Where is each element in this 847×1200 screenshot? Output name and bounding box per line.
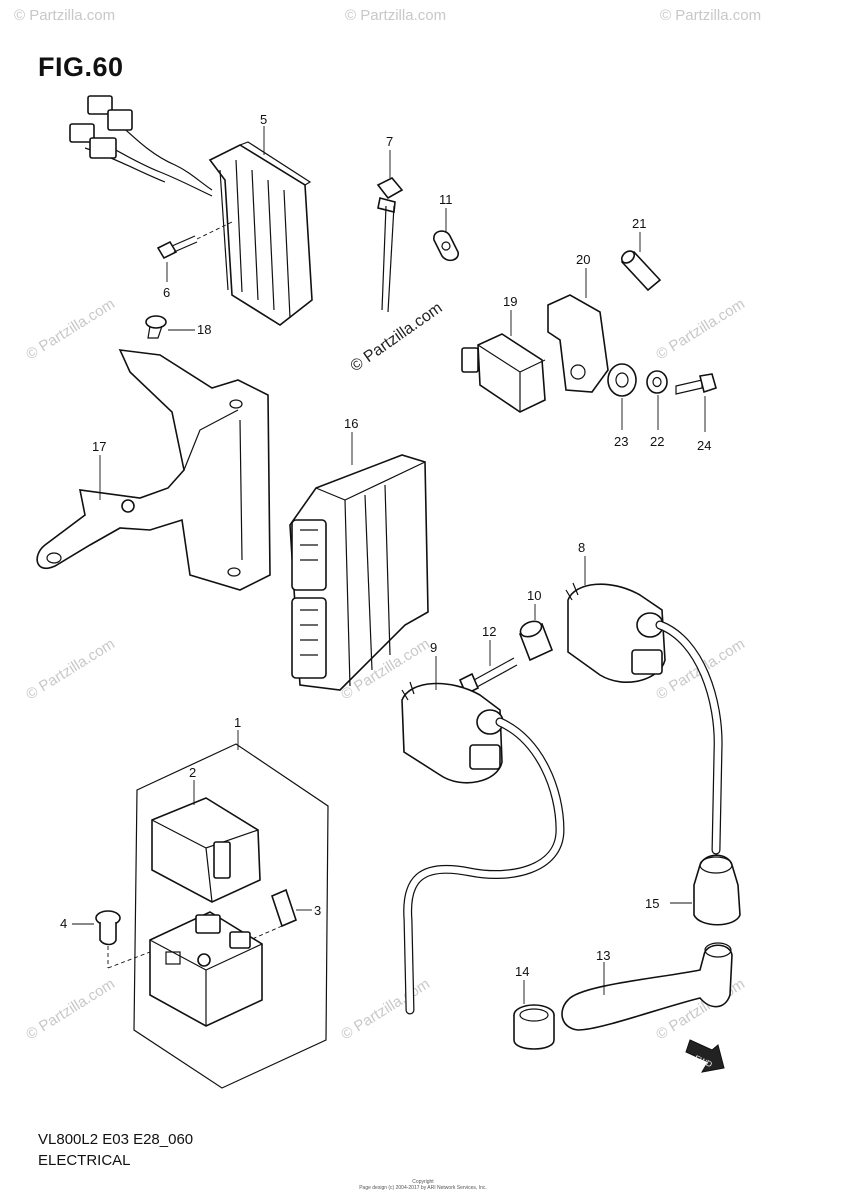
part-22-collar[interactable] — [646, 370, 668, 394]
part-14-seal-ring[interactable] — [513, 1004, 555, 1050]
callout-3: 3 — [314, 903, 321, 918]
section-name: ELECTRICAL — [38, 1152, 131, 1169]
watermark-top-center: © Partzilla.com — [345, 7, 446, 24]
part-8-ignition-coil[interactable] — [565, 582, 666, 683]
callout-17: 17 — [92, 439, 106, 454]
callout-18: 18 — [197, 322, 211, 337]
part-7-cable-tie[interactable] — [376, 177, 404, 313]
diagram-code: VL800L2 E03 E28_060 — [38, 1131, 194, 1148]
figure-title: FIG.60 — [38, 52, 124, 82]
callout-8: 8 — [578, 540, 585, 555]
callout-9: 9 — [430, 640, 437, 655]
watermark-center-lower: © Partzilla.com — [338, 975, 433, 1043]
callout-16: 16 — [344, 416, 358, 431]
part-12-bolt[interactable] — [458, 657, 518, 696]
watermark-top-left: © Partzilla.com — [14, 7, 115, 24]
watermark-center-bold: © Partzilla.com — [348, 300, 446, 376]
watermark-top-right: © Partzilla.com — [660, 7, 761, 24]
copyright-notice: Copyright Page design (c) 2004-2017 by A… — [343, 1179, 503, 1191]
part-21-sleeve[interactable] — [619, 249, 662, 292]
part-9-ignition-coil[interactable] — [401, 681, 504, 784]
callout-6: 6 — [163, 285, 170, 300]
watermark-right-upper: © Partzilla.com — [653, 295, 748, 363]
watermark-left-middle: © Partzilla.com — [23, 635, 118, 703]
part-6-bolt[interactable] — [156, 221, 233, 260]
part-24-bolt[interactable] — [675, 373, 717, 395]
copyright-line-2: Page design (c) 2004-2017 by ARI Network… — [359, 1185, 487, 1191]
callout-15: 15 — [645, 896, 659, 911]
callout-7: 7 — [386, 134, 393, 149]
part-5-regulator-rectifier[interactable] — [69, 95, 313, 326]
callout-5: 5 — [260, 112, 267, 127]
part-10-collar[interactable] — [518, 618, 554, 662]
part-16-ecm[interactable] — [289, 454, 429, 691]
part-1-fuse-box-assembly[interactable] — [133, 743, 329, 1089]
part-23-grommet[interactable] — [607, 363, 637, 397]
watermark-left-upper: © Partzilla.com — [23, 295, 118, 363]
part-19-relay[interactable] — [461, 333, 546, 413]
part-3-fuse[interactable] — [249, 888, 297, 941]
callout-21: 21 — [632, 216, 646, 231]
callout-23: 23 — [614, 434, 628, 449]
callout-12: 12 — [482, 624, 496, 639]
callout-2: 2 — [189, 765, 196, 780]
callout-24: 24 — [697, 438, 711, 453]
callout-4: 4 — [60, 916, 67, 931]
part-17-bracket[interactable] — [36, 349, 271, 591]
callout-11: 11 — [439, 192, 453, 207]
callout-19: 19 — [503, 294, 517, 309]
copyright-line-1: Copyright — [412, 1179, 434, 1185]
part-20-bracket[interactable] — [547, 294, 609, 393]
fuse-box-base[interactable] — [107, 911, 263, 1027]
callout-22: 22 — [650, 434, 664, 449]
callout-14: 14 — [515, 964, 529, 979]
part-18-screw[interactable] — [145, 315, 167, 339]
part-13-plug-cap[interactable] — [561, 942, 733, 1031]
watermark-left-lower: © Partzilla.com — [23, 975, 118, 1043]
callout-10: 10 — [527, 588, 541, 603]
forward-direction-arrow: FWD — [685, 1039, 725, 1073]
part-11-clamp[interactable] — [433, 230, 459, 262]
part-4-screw[interactable] — [95, 910, 121, 968]
part-15-plug-boot[interactable] — [693, 854, 741, 926]
part-2-fuse-box-cover[interactable] — [151, 797, 261, 903]
callout-1: 1 — [234, 715, 241, 730]
callout-13: 13 — [596, 948, 610, 963]
callout-20: 20 — [576, 252, 590, 267]
